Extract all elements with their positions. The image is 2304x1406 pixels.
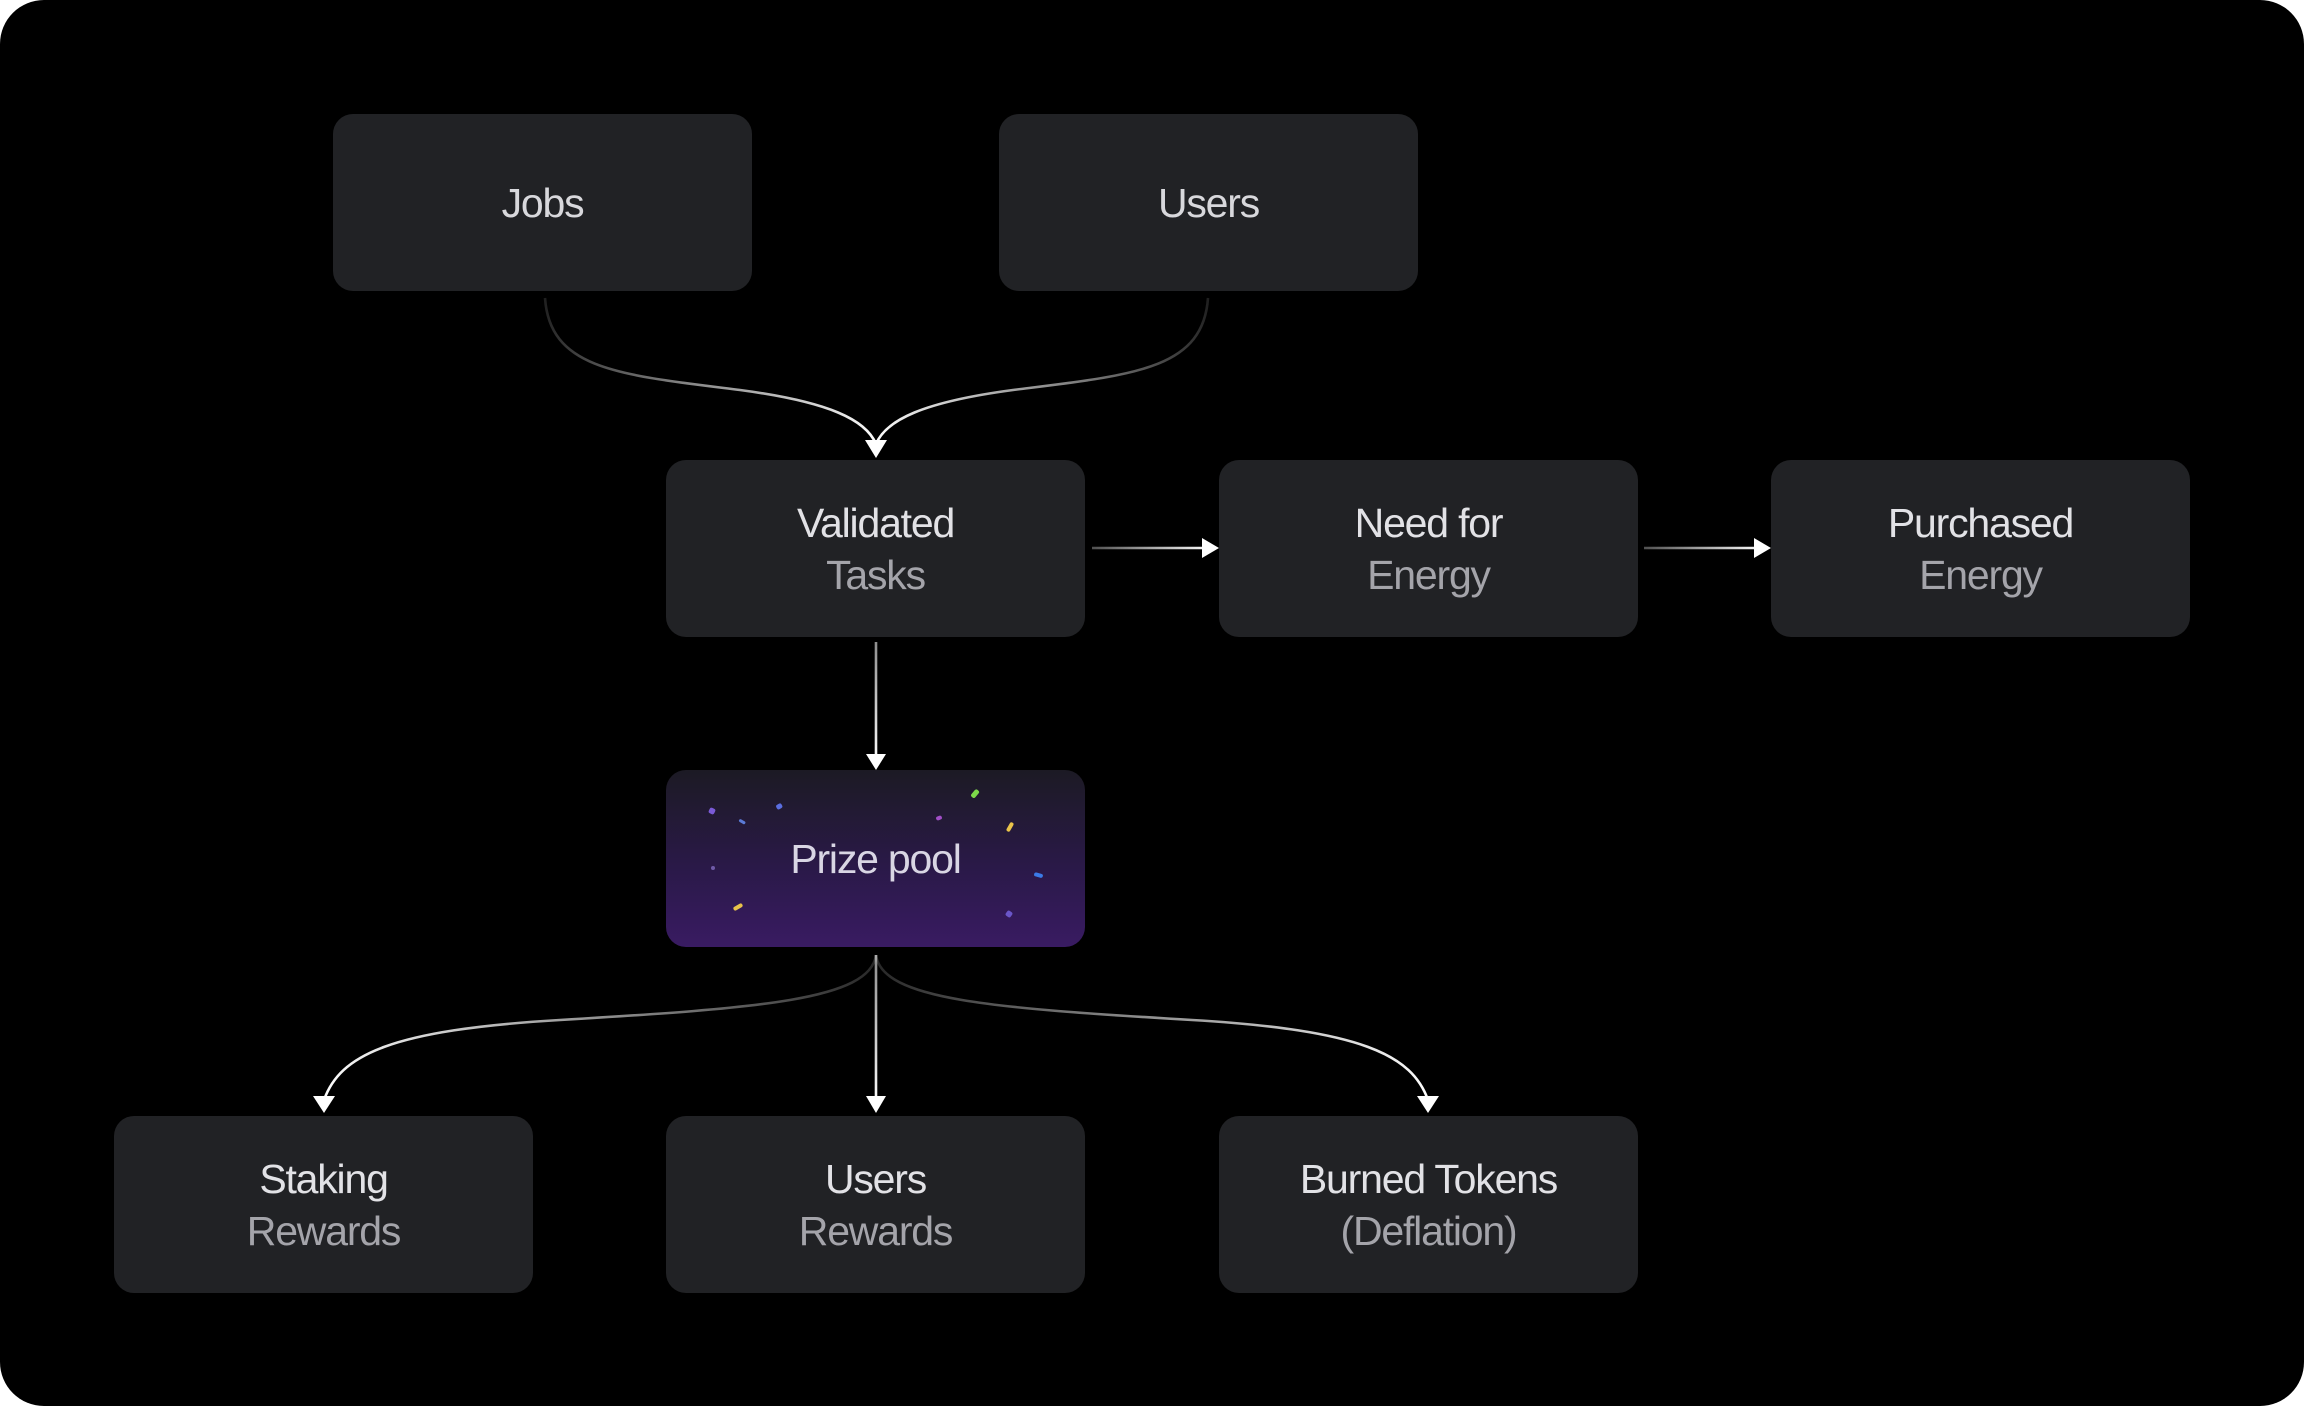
node-label-secondary: Rewards	[798, 1207, 954, 1254]
node-prize-pool: Prize pool	[666, 770, 1085, 947]
node-label-secondary: Rewards	[246, 1207, 402, 1254]
node-label-secondary: Energy	[1367, 551, 1491, 598]
confetti-decoration	[708, 789, 1043, 918]
node-need-for-energy: Need for Energy	[1219, 460, 1638, 637]
arrowhead-need-energy	[1202, 538, 1219, 558]
node-purchased-energy: Purchased Energy	[1771, 460, 2190, 637]
node-label-primary: Purchased	[1887, 499, 2074, 546]
node-burned-tokens: Burned Tokens (Deflation)	[1219, 1116, 1638, 1293]
node-label: Jobs	[501, 179, 585, 226]
node-label-secondary: (Deflation)	[1340, 1207, 1518, 1254]
node-label-secondary: Energy	[1919, 551, 2043, 598]
node-label: Users	[1157, 179, 1260, 226]
node-label-primary: Staking	[259, 1155, 389, 1202]
edge-jobs-to-validated-tasks	[543, 297, 878, 445]
node-label-primary: Validated	[796, 499, 955, 546]
edge-prize-pool-to-burned-tokens	[874, 954, 1430, 1101]
node-users: Users	[999, 114, 1418, 291]
arrowhead-staking-rewards	[313, 1096, 335, 1113]
arrowhead-prize-pool	[866, 754, 886, 770]
node-label-secondary: Tasks	[826, 551, 926, 598]
arrowhead-users-rewards	[866, 1096, 886, 1113]
node-staking-rewards: Staking Rewards	[114, 1116, 533, 1293]
edge-prize-pool-to-staking-rewards	[322, 954, 878, 1101]
node-label-primary: Need for	[1354, 499, 1504, 546]
node-label-primary: Burned Tokens	[1299, 1155, 1558, 1202]
node-validated-tasks: Validated Tasks	[666, 460, 1085, 637]
node-jobs: Jobs	[333, 114, 752, 291]
node-label: Prize pool	[790, 835, 962, 882]
node-users-rewards: Users Rewards	[666, 1116, 1085, 1293]
node-label-primary: Users	[824, 1155, 927, 1202]
edge-users-to-validated-tasks	[874, 297, 1210, 445]
arrowhead-burned-tokens	[1417, 1096, 1439, 1113]
arrowhead-purchased-energy	[1754, 538, 1771, 558]
arrowhead-validated-tasks	[865, 440, 887, 458]
